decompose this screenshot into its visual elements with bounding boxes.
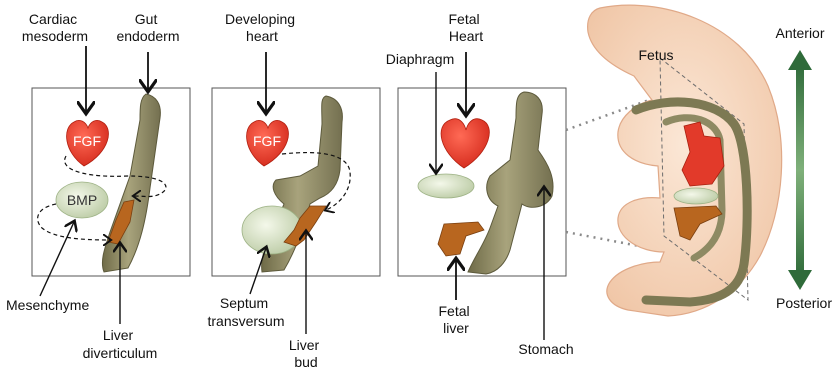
stomach-label: Stomach [518,341,573,357]
cardiac-mesoderm-label: Cardiac mesoderm [22,11,88,44]
diaphragm-label: Diaphragm [386,51,454,67]
axis-arrow-top [788,50,812,70]
axis-bar [796,62,804,278]
developing-heart-label: Developing heart [225,11,299,44]
fetus-body [588,5,782,316]
septum-transversum-shape [242,206,302,254]
panel-2: FGF Developing heart Septum transversum … [207,11,380,370]
mesenchyme-label: Mesenchyme [6,297,89,313]
panel-3: Fetal Heart Diaphragm Fetal liver Stomac… [386,11,574,357]
panel-1: FGF BMP Cardiac mesoderm Gut endoderm Me… [6,11,190,361]
fetus-diaphragm-shape [674,188,718,204]
fgf-label-2: FGF [253,133,281,149]
fetus-panel: Fetus [588,5,782,316]
posterior-label: Posterior [776,295,832,311]
septum-transversum-label: Septum transversum [207,295,284,329]
fetus-label: Fetus [638,47,673,63]
liver-bud-label: Liver bud [289,337,323,370]
fetal-heart-label: Fetal Heart [448,11,483,44]
axis-indicator: Anterior Posterior [775,25,832,311]
bmp-label: BMP [67,192,97,208]
gut-endoderm-label: Gut endoderm [116,11,179,44]
axis-arrow-bottom [788,270,812,290]
fgf-label-1: FGF [73,133,101,149]
liver-diverticulum-label: Liver diverticulum [83,327,158,361]
fetal-liver-label: Fetal liver [438,303,473,336]
anterior-label: Anterior [775,25,824,41]
diaphragm-shape [418,174,474,198]
